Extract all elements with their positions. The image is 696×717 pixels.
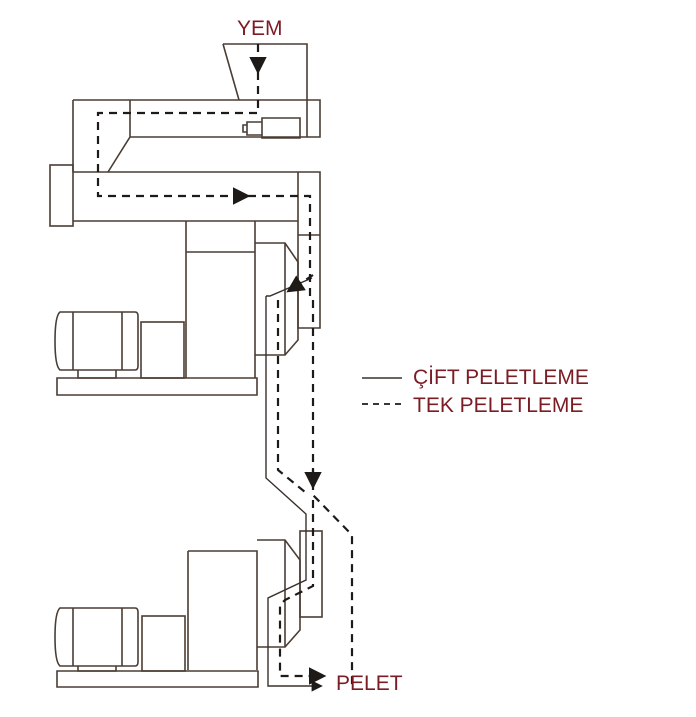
upper-pellet-mill bbox=[54, 221, 313, 396]
legend-lines bbox=[362, 377, 402, 405]
legend-solid-label: ÇİFT PELETLEME bbox=[413, 366, 589, 389]
double-pelleting-path bbox=[265, 296, 323, 692]
label-yem: YEM bbox=[237, 17, 283, 40]
label-pelet: PELET bbox=[336, 672, 403, 695]
lower-conveyor bbox=[49, 164, 321, 329]
legend-dashed-label: TEK PELETLEME bbox=[413, 394, 584, 417]
single-pelleting-path bbox=[96, 44, 354, 690]
hopper bbox=[222, 43, 308, 101]
lower-pellet-mill bbox=[54, 530, 323, 688]
upper-conveyor bbox=[72, 99, 321, 173]
